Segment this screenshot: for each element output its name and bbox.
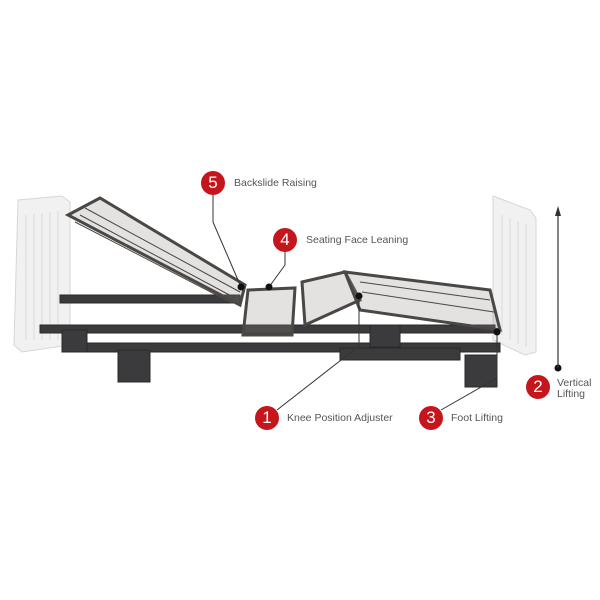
footboard — [492, 195, 537, 356]
callout-badge-5: 5 — [201, 171, 225, 195]
callout-badge-2: 2 — [526, 375, 550, 399]
seat-section — [241, 286, 297, 337]
callout-label-3: Foot Lifting — [451, 412, 503, 424]
callout-dots — [237, 283, 562, 372]
callout-label-5: Backslide Raising — [234, 177, 317, 189]
callout-label-4: Seating Face Leaning — [306, 234, 409, 246]
callout-leaders — [212, 195, 498, 411]
callout-badge-3: 3 — [419, 406, 443, 430]
vertical-lift-arrow — [555, 206, 561, 368]
callout-badge-4: 4 — [273, 228, 297, 252]
back-section — [64, 196, 247, 308]
callout-label-2-line2: Lifting — [557, 388, 586, 400]
leg-section — [300, 270, 502, 332]
callout-badge-1: 1 — [255, 406, 279, 430]
bed-frame — [39, 294, 501, 388]
callout-label-2-line1: Vertical — [557, 377, 592, 389]
callout-label-1: Knee Position Adjuster — [287, 412, 393, 424]
